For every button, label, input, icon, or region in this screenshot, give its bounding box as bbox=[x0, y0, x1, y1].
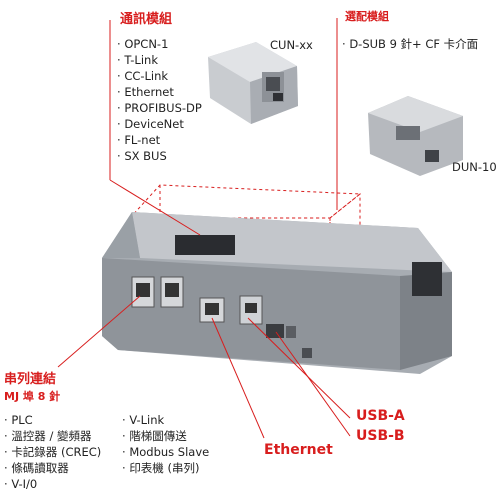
list-item: Ethernet bbox=[117, 84, 202, 100]
leader-lines bbox=[57, 18, 351, 439]
list-item: DeviceNet bbox=[117, 116, 202, 132]
ethernet-label: Ethernet bbox=[264, 442, 333, 458]
list-item: V-Link bbox=[122, 412, 209, 428]
comm-module-list: OPCN-1 T-Link CC-Link Ethernet PROFIBUS-… bbox=[117, 36, 202, 164]
list-item: 階梯圖傳送 bbox=[122, 428, 209, 444]
serial-subtitle: MJ 埠 8 針 bbox=[4, 390, 61, 403]
list-item: CC-Link bbox=[117, 68, 202, 84]
option-module-list: D-SUB 9 針+ CF 卡介面 bbox=[342, 36, 478, 52]
dun-label: DUN-10 bbox=[452, 160, 497, 174]
usb-b-label: USB-B bbox=[356, 428, 405, 444]
list-item: V-I/0 bbox=[4, 476, 101, 492]
option-module-title: 選配模組 bbox=[345, 10, 389, 23]
list-item: 卡記錄器 (CREC) bbox=[4, 444, 101, 460]
list-item: D-SUB 9 針+ CF 卡介面 bbox=[342, 36, 478, 52]
comm-module-title: 通訊模組 bbox=[120, 12, 173, 27]
hmi-device-body bbox=[102, 212, 452, 374]
list-item: 條碼讀取器 bbox=[4, 460, 101, 476]
list-item: OPCN-1 bbox=[117, 36, 202, 52]
cun-label: CUN-xx bbox=[270, 38, 313, 52]
serial-list-col2: V-Link 階梯圖傳送 Modbus Slave 印表機 (串列) bbox=[122, 412, 209, 476]
serial-list-col1: PLC 溫控器 / 變頻器 卡記錄器 (CREC) 條碼讀取器 V-I/0 bbox=[4, 412, 101, 492]
list-item: FL-net bbox=[117, 132, 202, 148]
list-item: 溫控器 / 變頻器 bbox=[4, 428, 101, 444]
list-item: SX BUS bbox=[117, 148, 202, 164]
list-item: T-Link bbox=[117, 52, 202, 68]
serial-title: 串列連結 bbox=[4, 372, 57, 387]
cun-module-image bbox=[208, 42, 298, 124]
list-item: PROFIBUS-DP bbox=[117, 100, 202, 116]
list-item: 印表機 (串列) bbox=[122, 460, 209, 476]
list-item: PLC bbox=[4, 412, 101, 428]
usb-a-label: USB-A bbox=[356, 408, 405, 424]
list-item: Modbus Slave bbox=[122, 444, 209, 460]
dun-module-image bbox=[368, 96, 463, 176]
